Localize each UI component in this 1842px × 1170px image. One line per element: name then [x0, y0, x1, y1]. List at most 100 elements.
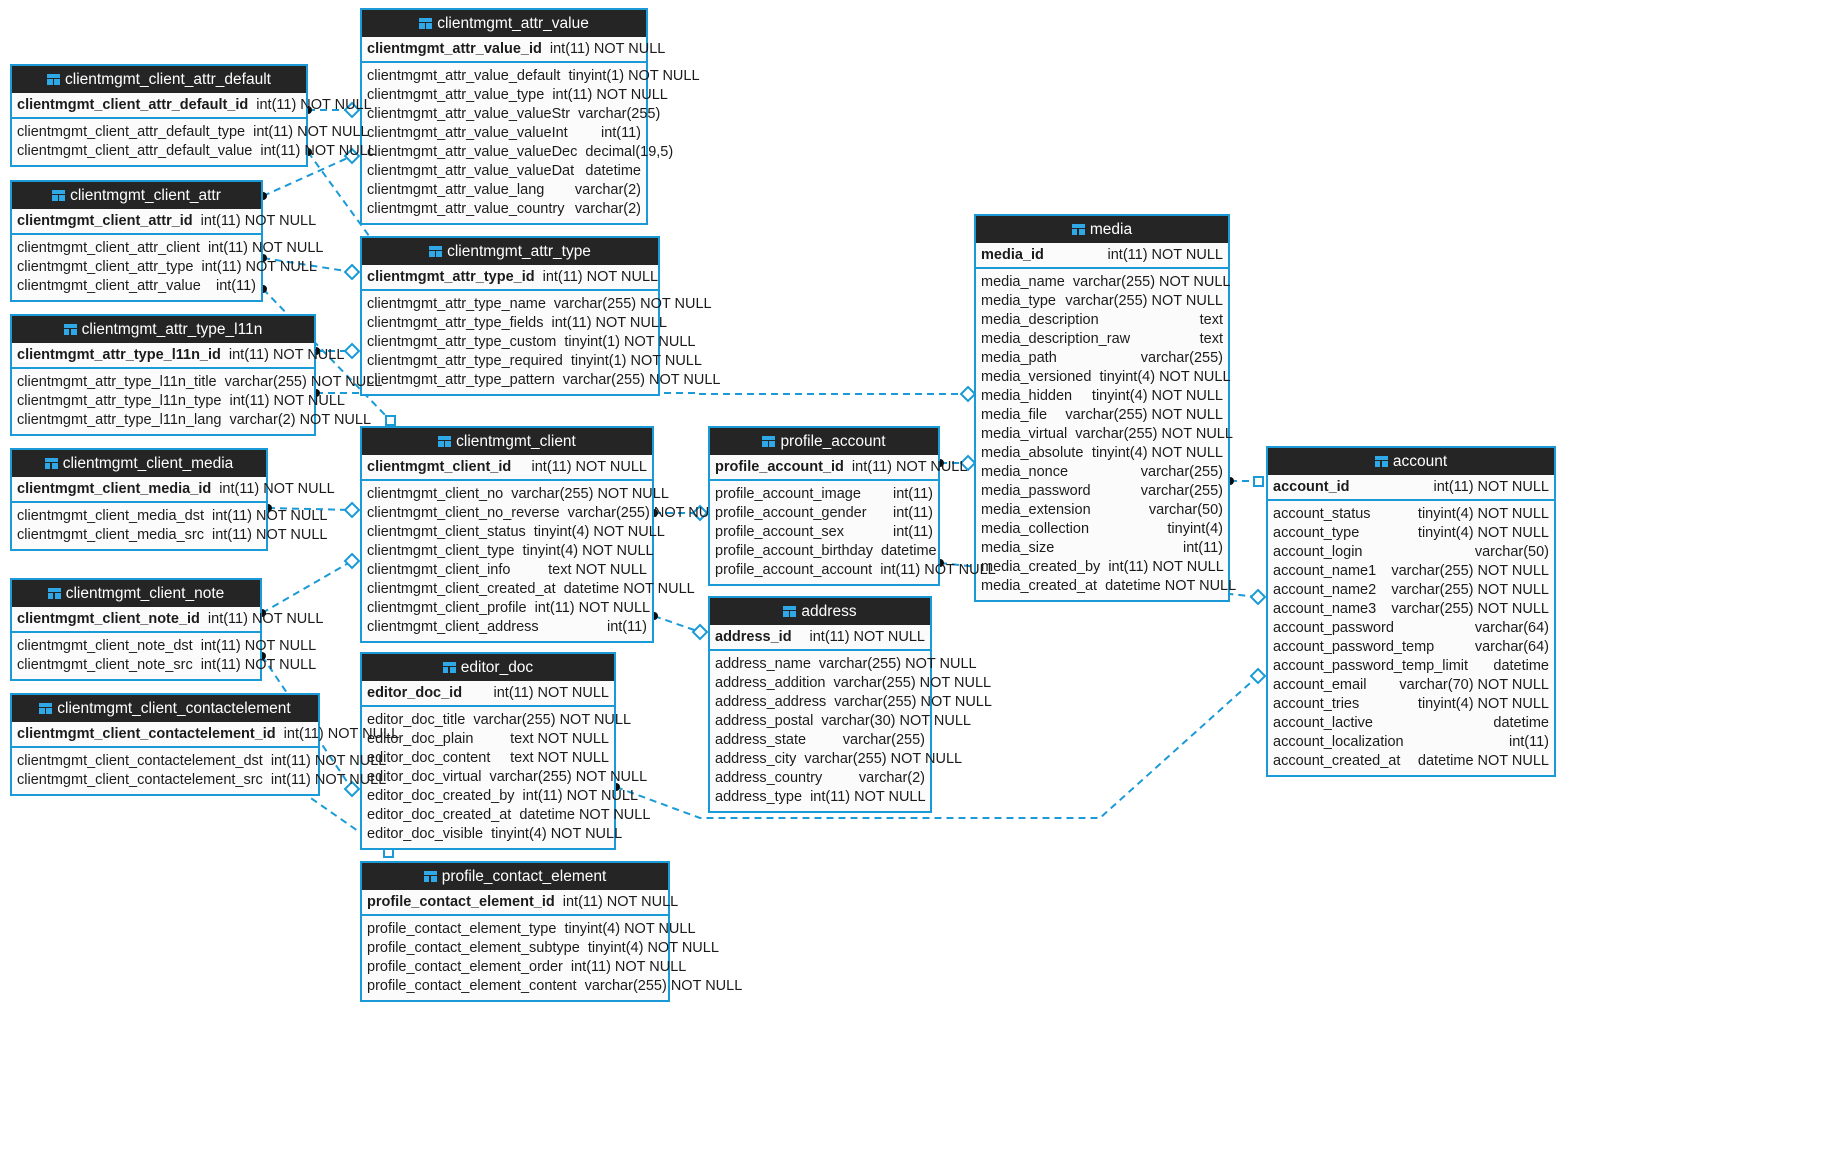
attribute-type: varchar(30) NOT NULL: [821, 713, 971, 730]
primary-key-row: clientmgmt_client_attr_default_id int(11…: [12, 93, 372, 119]
attribute-type: tinyint(4) NOT NULL: [1417, 506, 1549, 523]
attribute-type: varchar(255) NOT NULL: [1072, 274, 1231, 291]
entity-table-address[interactable]: address address_id int(11) NOT NULL addr…: [708, 596, 992, 813]
attribute-name: clientmgmt_client_status: [367, 524, 526, 541]
attribute-name: clientmgmt_client_attr_id: [17, 212, 193, 229]
attribute-type: varchar(2): [574, 201, 641, 218]
entity-table-editor_doc[interactable]: editor_doc editor_doc_id int(11) NOT NUL…: [360, 652, 650, 850]
entity-table-clientmgmt_attr_type[interactable]: clientmgmt_attr_type clientmgmt_attr_typ…: [360, 236, 720, 396]
attribute-name: clientmgmt_attr_type_custom: [367, 334, 557, 351]
attribute-name: profile_contact_element_id: [367, 893, 555, 910]
attribute-type: tinyint(4) NOT NULL: [1091, 445, 1223, 462]
entity-header: editor_doc: [362, 654, 614, 681]
entity-table-clientmgmt_client_media[interactable]: clientmgmt_client_media clientmgmt_clien…: [10, 448, 335, 551]
attribute-type: int(11) NOT NULL: [229, 393, 345, 410]
entity-table-clientmgmt_attr_value[interactable]: clientmgmt_attr_value clientmgmt_attr_va…: [360, 8, 700, 225]
attribute-name: account_status: [1273, 506, 1371, 523]
attr-list-pad-bottom: [12, 296, 261, 300]
attribute-type: tinyint(4) NOT NULL: [1417, 525, 1549, 542]
entity-title: clientmgmt_client_media: [62, 454, 234, 472]
attribute-name: clientmgmt_attr_value_valueStr: [367, 106, 571, 123]
entity-title: clientmgmt_client_attr: [70, 186, 221, 204]
entity-table-clientmgmt_client_attr_default[interactable]: clientmgmt_client_attr_default clientmgm…: [10, 64, 376, 167]
entity-table-profile_account[interactable]: profile_account profile_account_id int(1…: [708, 426, 996, 586]
attribute-type: datetime NOT NULL: [1417, 753, 1549, 770]
attribute-type: tinyint(4) NOT NULL: [587, 940, 719, 957]
primary-key-row: profile_contact_element_id int(11) NOT N…: [362, 890, 678, 916]
primary-key-row: clientmgmt_attr_type_l11n_id int(11) NOT…: [12, 343, 344, 369]
attribute-name: media_description_raw: [981, 331, 1131, 348]
attribute-name: address_type: [715, 789, 803, 806]
attribute-name: account_name3: [1273, 601, 1377, 618]
attribute-type: int(11) NOT NULL: [551, 315, 668, 332]
attribute-type: varchar(255) NOT NULL: [489, 769, 648, 786]
attribute-type: int(11): [600, 125, 641, 142]
attribute-name: clientmgmt_client_attr_client: [17, 240, 200, 257]
attribute-type: varchar(255) NOT NULL: [834, 694, 992, 711]
attribute-list: account_status tinyint(4) NOT NULL account…: [1268, 501, 1554, 775]
attribute-name: address_name: [715, 656, 811, 673]
attribute-type: varchar(255) NOT NULL: [1065, 407, 1223, 424]
entity-title: clientmgmt_client_note: [65, 584, 225, 602]
attribute-type: decimal(19,5): [585, 144, 674, 161]
attribute-type: int(11) NOT NULL: [207, 240, 324, 257]
attribute-type: tinyint(1) NOT NULL: [570, 353, 702, 370]
entity-table-clientmgmt_client_attr[interactable]: clientmgmt_client_attr clientmgmt_client…: [10, 180, 323, 302]
table-icon: [442, 662, 456, 673]
attribute-name: clientmgmt_client_contactelement_id: [17, 725, 276, 742]
attribute-type: tinyint(1) NOT NULL: [568, 68, 700, 85]
entity-header: clientmgmt_client_attr_default: [12, 66, 306, 93]
attribute-type: tinyint(4) NOT NULL: [522, 543, 654, 560]
attribute-type: int(11) NOT NULL: [542, 268, 659, 285]
attribute-row-clientmgmt_client_attr_default_id: clientmgmt_client_attr_default_id int(11…: [12, 93, 372, 117]
attribute-type: varchar(255) NOT NULL: [833, 675, 992, 692]
attribute-name: address_country: [715, 770, 823, 787]
attribute-type: int(11) NOT NULL: [1108, 559, 1224, 576]
entity-table-account[interactable]: account account_id int(11) NOT NULL acco…: [1266, 446, 1556, 777]
entity-table-clientmgmt_attr_type_l11n[interactable]: clientmgmt_attr_type_l11n clientmgmt_att…: [10, 314, 382, 436]
attribute-type: int(11) NOT NULL: [562, 893, 679, 910]
entity-table-profile_contact_element[interactable]: profile_contact_element profile_contact_…: [360, 861, 742, 1002]
attribute-name: clientmgmt_client_profile: [367, 600, 527, 617]
attribute-name: account_email: [1273, 677, 1367, 694]
entity-table-media[interactable]: media media_id int(11) NOT NULL media_na…: [974, 214, 1236, 602]
primary-key-row: clientmgmt_client_contactelement_id int(…: [12, 722, 399, 748]
attribute-row-clientmgmt_attr_value_valueInt: clientmgmt_attr_value_valueInt int(11): [362, 124, 646, 143]
attribute-type: int(11) NOT NULL: [810, 789, 926, 806]
entity-table-clientmgmt_client[interactable]: clientmgmt_client clientmgmt_client_id i…: [360, 426, 725, 643]
attribute-name: clientmgmt_attr_value_valueInt: [367, 125, 568, 142]
attribute-name: profile_contact_element_subtype: [367, 940, 580, 957]
attribute-type: tinyint(1) NOT NULL: [564, 334, 696, 351]
attribute-row-media_id: media_id int(11) NOT NULL: [976, 243, 1228, 267]
attribute-type: varchar(255) NOT NULL: [473, 712, 632, 729]
attribute-row-clientmgmt_attr_value_id: clientmgmt_attr_value_id int(11) NOT NUL…: [362, 37, 665, 61]
attribute-type: text NOT NULL: [510, 731, 609, 748]
entity-header: clientmgmt_client_note: [12, 580, 260, 607]
attr-list-pad-bottom: [12, 545, 266, 549]
attribute-name: clientmgmt_client_id: [367, 458, 512, 475]
attribute-name: address_id: [715, 628, 792, 645]
entity-table-clientmgmt_client_contactelement[interactable]: clientmgmt_client_contactelement clientm…: [10, 693, 399, 796]
entity-table-clientmgmt_client_note[interactable]: clientmgmt_client_note clientmgmt_client…: [10, 578, 323, 681]
attribute-name: profile_account_sex: [715, 524, 844, 541]
